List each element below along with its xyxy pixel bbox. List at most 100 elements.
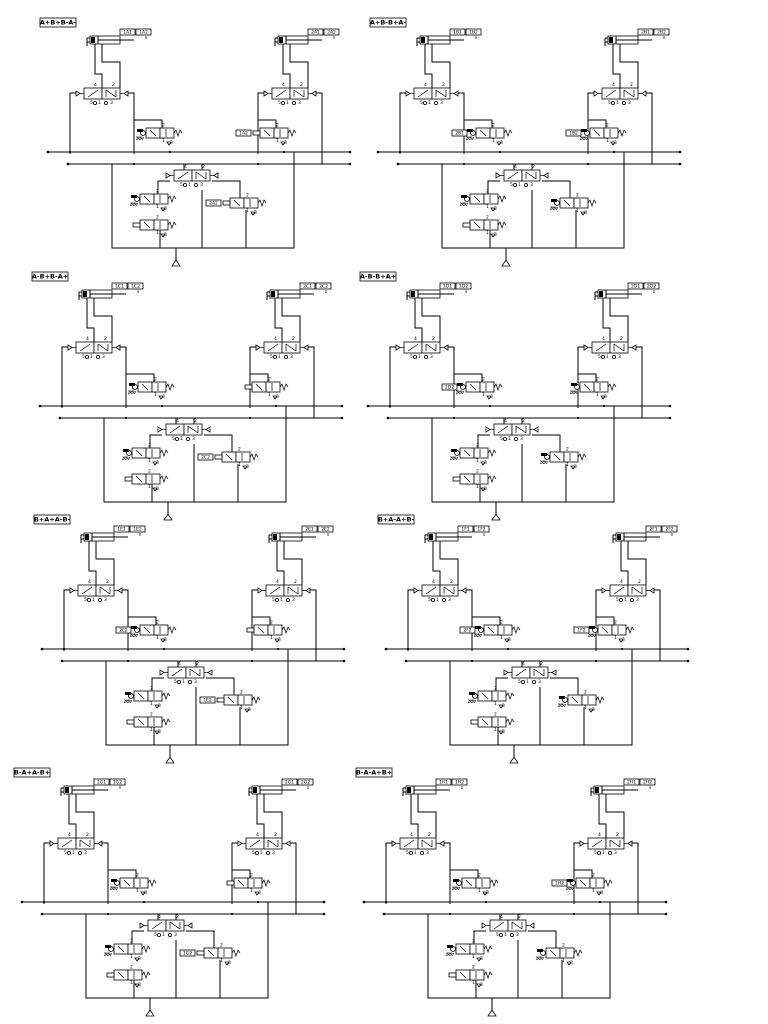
port-number: 3 <box>520 436 523 442</box>
limit-switch-label: 2G2 <box>301 779 310 785</box>
port-number: 3 <box>516 932 519 938</box>
port-number: 2 <box>294 579 297 585</box>
sequence-label: A-B-B+A+ <box>360 273 396 281</box>
port-number: 1 <box>130 980 133 986</box>
port-number: 1 <box>504 932 507 938</box>
port-number: 1 <box>624 597 627 603</box>
port-number: 1 <box>482 392 485 398</box>
port-number: 1 <box>268 392 271 398</box>
port-number: 3 <box>138 982 141 988</box>
port-number: 1 <box>276 138 279 144</box>
limit-switch-tag <box>473 525 490 533</box>
port-number: 1 <box>72 850 75 856</box>
limit-switch-label: 2B1 <box>641 29 650 35</box>
port-number: 2 <box>112 82 115 88</box>
double-acting-cylinder: 2E1 2E2 <box>268 525 334 543</box>
sequence-box <box>369 17 407 28</box>
port-number: 1 <box>156 230 159 236</box>
port-number: 4 <box>184 164 187 170</box>
port-number: 1 <box>154 392 157 398</box>
limit-switch-label: 1D1 <box>443 283 452 289</box>
port-number: 2 <box>202 164 205 170</box>
limit-switch-label: 2D2 <box>647 283 656 289</box>
port-number: 2 <box>518 914 521 920</box>
port-number: 3 <box>484 460 487 466</box>
port-number: 2 <box>450 579 453 585</box>
signal-label: 1G2 <box>183 950 192 956</box>
sequence-label: A+B-B+A- <box>370 19 407 27</box>
port-number: 1 <box>478 888 481 894</box>
port-number: 3 <box>164 637 167 643</box>
port-number: 1 <box>150 701 153 707</box>
limit-switch-label: 2E2 <box>321 526 330 532</box>
limit-switch-tag <box>135 28 152 36</box>
limit-switch-tag <box>465 28 482 36</box>
port-number: 1 <box>428 100 431 106</box>
port-number: 1 <box>238 462 241 468</box>
sequence-box <box>355 767 393 778</box>
limit-switch-label: 2H1 <box>627 779 636 785</box>
limit-switch-tag <box>297 778 314 786</box>
port-number: 1 <box>156 204 159 210</box>
port-number: 3 <box>426 850 429 856</box>
port-number: 2 <box>482 377 485 383</box>
limit-switch-tag <box>455 282 472 290</box>
port-number: 3 <box>484 486 487 492</box>
port-number: 3 <box>538 679 541 685</box>
port-number: 3 <box>194 679 197 685</box>
limit-switch-tag <box>299 282 316 290</box>
limit-switch-tag <box>645 525 662 533</box>
port-number: 4 <box>522 661 525 667</box>
port-number: 1 <box>616 100 619 106</box>
signal-label: 1A2 <box>239 130 248 136</box>
port-number: 2 <box>270 620 273 626</box>
limit-switch-tag <box>653 28 670 36</box>
signal-tag <box>451 129 468 137</box>
port-number: 2 <box>478 873 481 879</box>
port-number: 3 <box>298 100 301 106</box>
port-number: 1 <box>98 100 101 106</box>
port-number: 2 <box>240 690 243 696</box>
port-number: 1 <box>156 635 159 641</box>
limit-switch-label: 2E1 <box>305 526 314 532</box>
port-number: 1 <box>260 850 263 856</box>
sequence-label: A+B+B-A- <box>40 19 77 27</box>
port-number: 1 <box>606 138 609 144</box>
limit-switch-tag <box>457 525 474 533</box>
port-number: 2 <box>292 336 295 342</box>
port-number: 1 <box>494 701 497 707</box>
port-number: 5 <box>252 850 255 856</box>
port-number: 5 <box>154 932 157 938</box>
port-number: 1 <box>508 436 511 442</box>
limit-switch-label: 1F1 <box>461 526 469 532</box>
limit-switch-label: 1C1 <box>115 283 124 289</box>
port-number: 5 <box>270 354 273 360</box>
port-number: 5 <box>82 354 85 360</box>
port-number: 2 <box>576 193 579 199</box>
port-number: 3 <box>494 232 497 238</box>
port-number: 3 <box>570 960 573 966</box>
port-number: 1 <box>606 354 609 360</box>
limit-switch-tag <box>119 28 136 36</box>
port-number: 2 <box>532 164 535 170</box>
port-number: 2 <box>196 661 199 667</box>
port-number: 3 <box>494 206 497 212</box>
limit-switch-label: 2H2 <box>643 779 652 785</box>
port-number: 3 <box>622 637 625 643</box>
port-number: 3 <box>174 932 177 938</box>
port-number: 3 <box>628 100 631 106</box>
port-number: 1 <box>486 204 489 210</box>
